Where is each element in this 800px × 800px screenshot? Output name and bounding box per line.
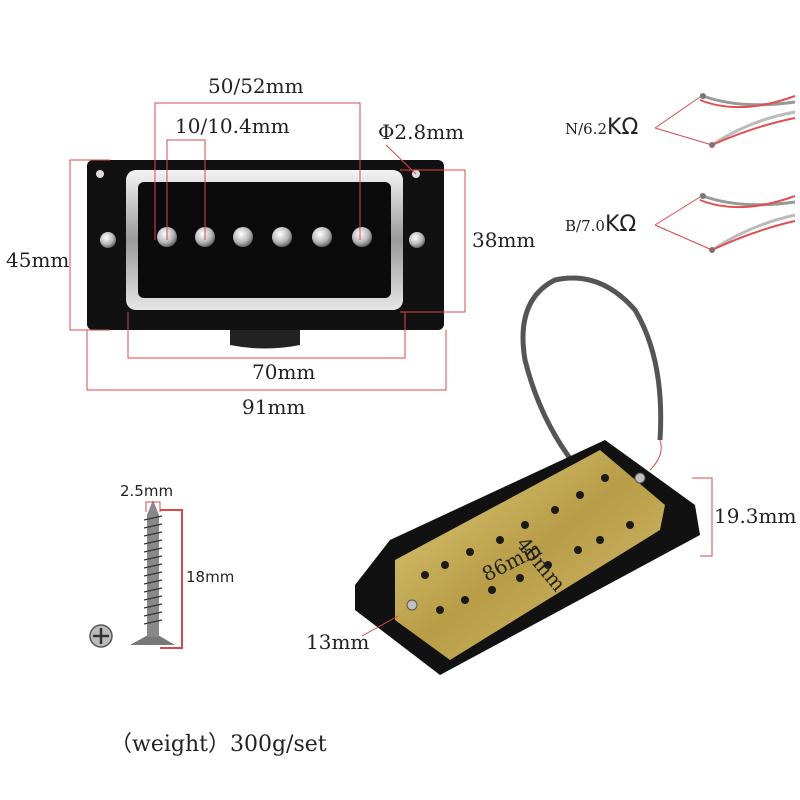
label-overall-width: 91mm <box>242 395 306 419</box>
label-mount-hole: Φ2.8mm <box>378 120 465 144</box>
bridge-resistance: B/7.0KΩ <box>565 212 636 237</box>
pole-piece <box>233 227 253 247</box>
dim-line-lead-offset <box>361 615 399 637</box>
label-inner-width: 70mm <box>252 360 316 384</box>
lead-wire-bridge <box>654 193 796 253</box>
weight-note: （weight）300g/set <box>110 732 327 757</box>
neck-resistance: N/6.2KΩ <box>565 115 638 140</box>
dim-line-pole-spacing <box>166 139 206 240</box>
label-screw-length: 18mm <box>186 568 235 586</box>
lead-wire-neck <box>654 93 796 148</box>
label-lead-offset: 13mm <box>306 630 370 654</box>
dim-line-cover-height <box>400 169 466 313</box>
dim-line-top-width <box>154 102 361 240</box>
black-cover-insert <box>138 182 391 298</box>
humbucker-bottom-view <box>355 275 713 675</box>
dim-line-screw-diameter <box>145 501 161 512</box>
dim-line-overall-width <box>86 330 447 391</box>
label-pole-spacing: 10/10.4mm <box>175 114 290 138</box>
bridge-resistance-value: B/7.0 <box>565 217 605 235</box>
p90-pickup-top-view <box>87 160 444 349</box>
dim-line-screw-length <box>160 509 183 649</box>
connection-cable <box>520 275 664 467</box>
label-screw-diameter: 2.5mm <box>120 482 174 500</box>
screw-left <box>100 232 116 248</box>
resistance-unit: KΩ <box>607 115 639 140</box>
pickup-base-shadow <box>230 330 300 349</box>
dim-line-frame-height <box>69 159 110 331</box>
screw-right <box>409 232 425 248</box>
pole-piece <box>312 227 332 247</box>
label-top-width: 50/52mm <box>208 74 304 98</box>
top-view-dimension-lines <box>69 102 466 391</box>
label-frame-height: 45mm <box>6 248 70 272</box>
neck-resistance-value: N/6.2 <box>565 120 608 138</box>
mount-hole-left <box>96 170 104 178</box>
pole-piece <box>272 227 292 247</box>
mounting-screw <box>89 500 183 649</box>
brass-baseplate <box>395 450 665 660</box>
dim-line-inner-width <box>127 312 406 359</box>
resistance-unit: KΩ <box>604 212 637 237</box>
label-cover-depth: 19.3mm <box>714 504 797 528</box>
pole-piece <box>352 227 372 247</box>
dim-line-cover-depth <box>692 477 713 557</box>
screw-head <box>130 635 175 645</box>
dim-line-mount-hole <box>385 144 417 175</box>
label-cover-height: 38mm <box>472 228 536 252</box>
